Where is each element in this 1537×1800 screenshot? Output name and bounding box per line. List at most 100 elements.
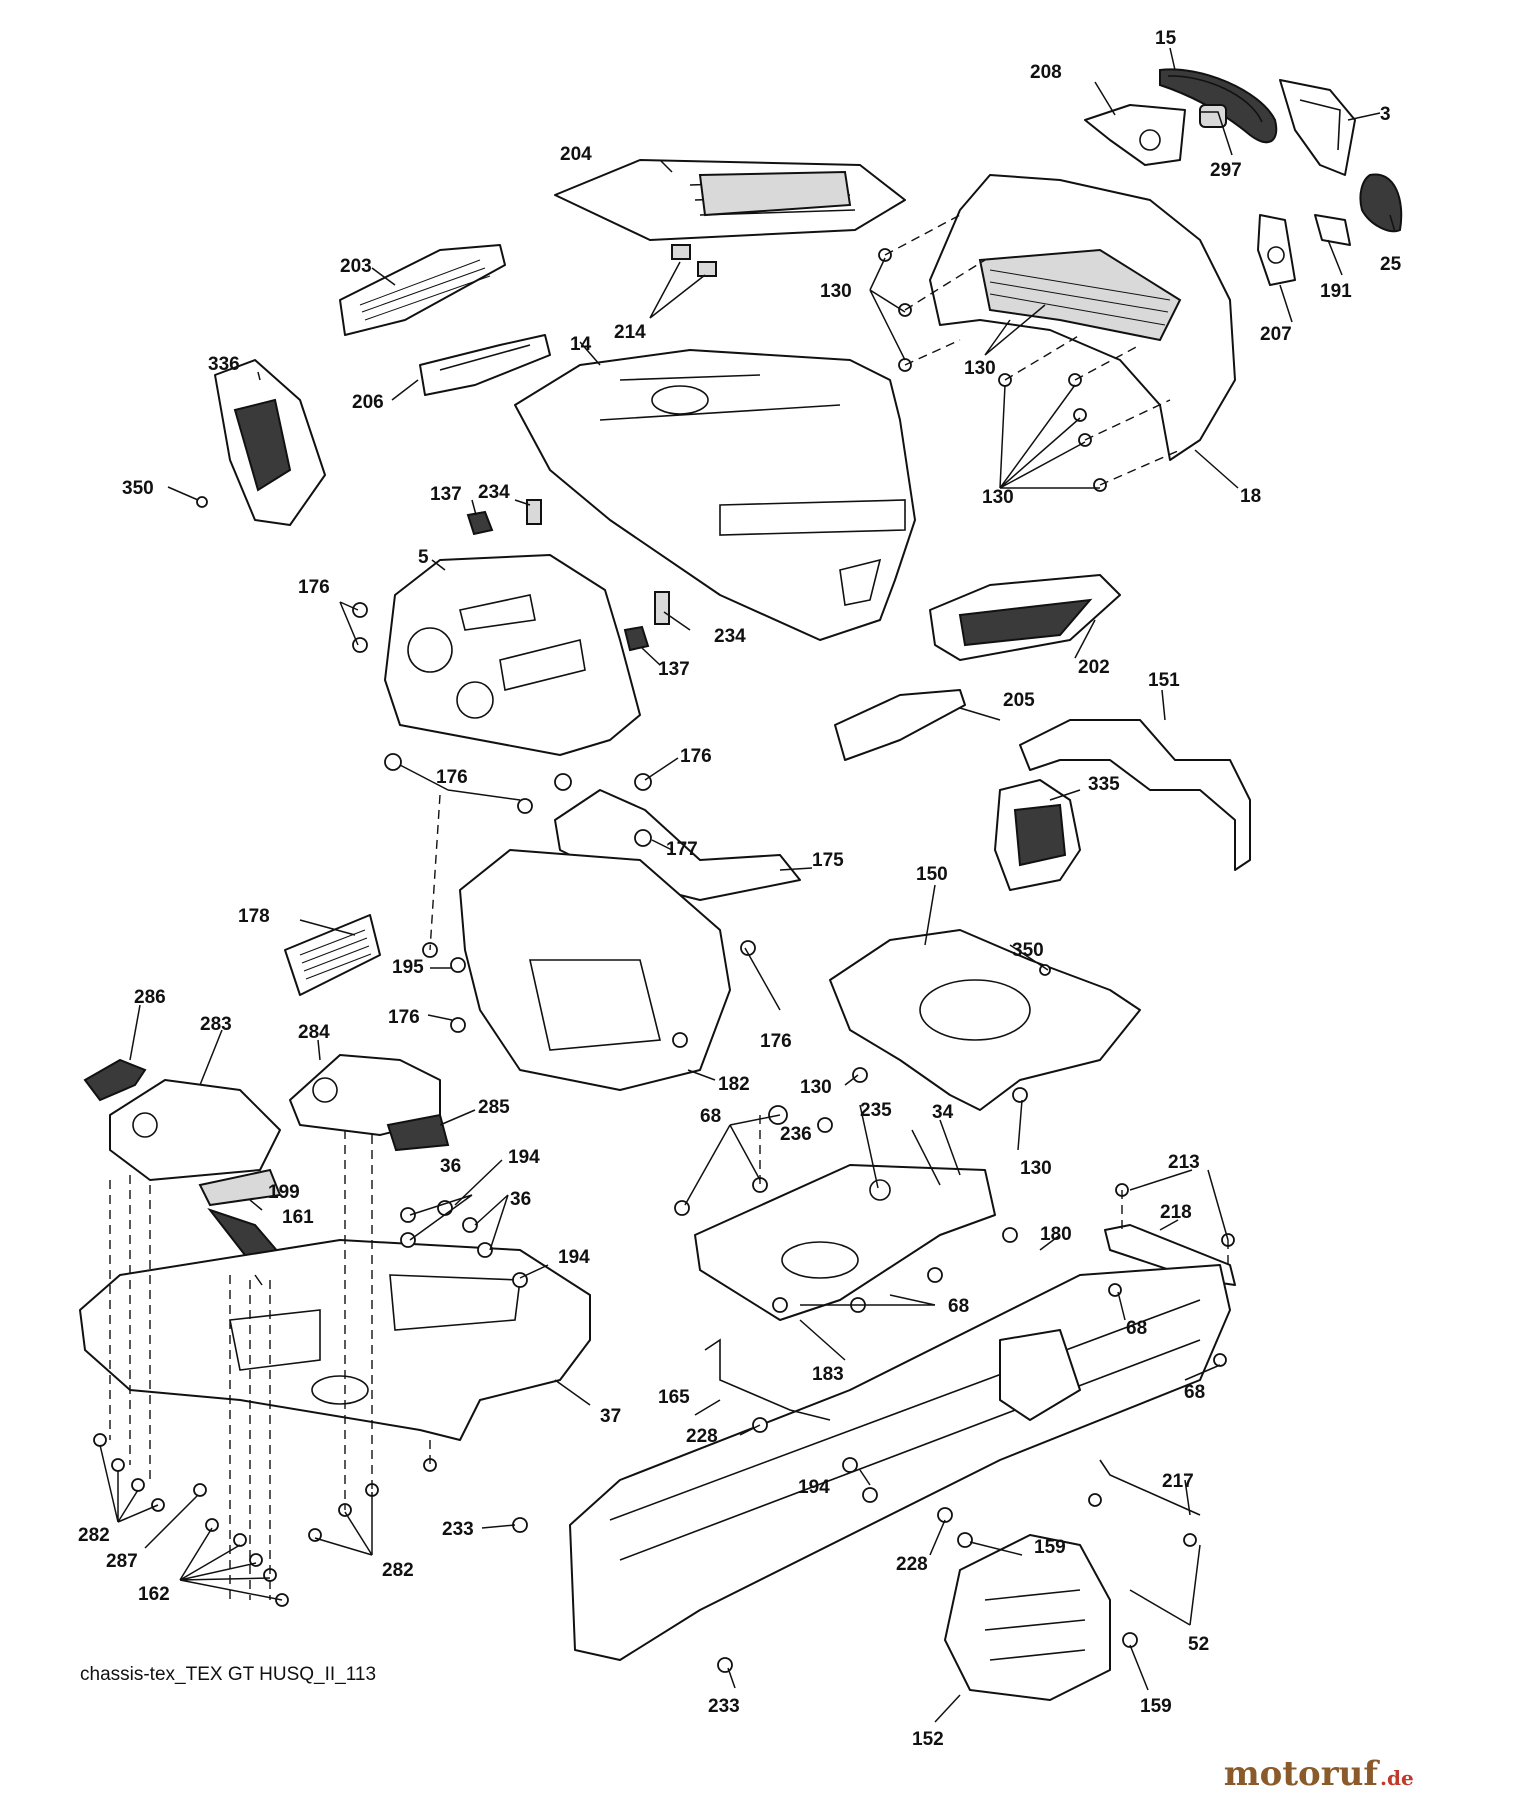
part-204-hood-scoop — [554, 159, 906, 241]
callout-130-c: 130 — [982, 487, 1014, 508]
part-208-headlight-housing — [1084, 104, 1186, 166]
part-214-clips — [671, 244, 717, 277]
callout-208: 208 — [1030, 62, 1062, 83]
part-206-panel — [419, 334, 551, 396]
callout-15: 15 — [1155, 28, 1177, 49]
callout-282-b: 282 — [382, 1560, 414, 1581]
callout-202: 202 — [1078, 657, 1110, 678]
callout-52: 52 — [1188, 1634, 1209, 1655]
leader-lines — [99, 47, 1396, 1723]
callout-178: 178 — [238, 906, 270, 927]
callout-68-b: 68 — [948, 1296, 969, 1317]
part-5-dash-panel — [384, 554, 641, 756]
callout-165: 165 — [658, 1387, 690, 1408]
part-217-rod — [1099, 1459, 1201, 1516]
callout-282-a: 282 — [78, 1525, 110, 1546]
callout-176-a: 176 — [298, 577, 330, 598]
callout-335: 335 — [1088, 774, 1120, 795]
callout-350-a: 350 — [122, 478, 154, 499]
part-336-side-vent — [214, 359, 326, 526]
callout-3: 3 — [1380, 104, 1391, 125]
part-297-bulb — [1199, 104, 1227, 128]
part-137-clip-b — [623, 625, 650, 652]
callout-176-b: 176 — [680, 746, 712, 767]
callout-228-a: 228 — [686, 1426, 718, 1447]
callout-234-b: 234 — [714, 626, 746, 647]
callout-194-c: 194 — [798, 1477, 830, 1498]
callout-137-b: 137 — [658, 659, 690, 680]
part-182-lower-panel — [459, 849, 731, 1091]
callout-130-a: 130 — [820, 281, 852, 302]
part-207-socket — [1257, 214, 1296, 286]
callout-234-a: 234 — [478, 482, 510, 503]
callout-5: 5 — [418, 547, 429, 568]
part-234-tab-b — [654, 591, 670, 625]
callout-233-a: 233 — [442, 1519, 474, 1540]
callout-151: 151 — [1148, 670, 1180, 691]
part-191-clip — [1314, 214, 1351, 246]
callout-206: 206 — [352, 392, 384, 413]
part-178-vent-cover — [284, 914, 381, 996]
callout-68-c: 68 — [1126, 1318, 1147, 1339]
callout-130-d: 130 — [800, 1077, 832, 1098]
callout-205: 205 — [1003, 690, 1035, 711]
callout-214: 214 — [614, 322, 646, 343]
callout-194-b: 194 — [558, 1247, 590, 1268]
part-283-cover — [109, 1079, 281, 1181]
callout-14: 14 — [570, 334, 592, 355]
part-151-bracket — [1019, 719, 1251, 871]
callout-18: 18 — [1240, 486, 1261, 507]
part-37-footrest-pan — [79, 1239, 591, 1441]
callout-236: 236 — [780, 1124, 812, 1145]
callout-137-a: 137 — [430, 484, 462, 505]
callout-287: 287 — [106, 1551, 138, 1572]
callout-162: 162 — [138, 1584, 170, 1605]
part-199-plate — [198, 1168, 282, 1207]
callout-150: 150 — [916, 864, 948, 885]
callout-204: 204 — [560, 144, 592, 165]
callout-286: 286 — [134, 987, 166, 1008]
part-205-trim — [834, 689, 966, 761]
callout-235: 235 — [860, 1100, 892, 1121]
callout-161: 161 — [282, 1207, 314, 1228]
callout-191: 191 — [1320, 281, 1352, 302]
part-34-engine-plate — [694, 1164, 996, 1321]
callout-36-b: 36 — [510, 1189, 531, 1210]
callout-183: 183 — [812, 1364, 844, 1385]
callout-336: 336 — [208, 354, 240, 375]
part-203-grille-insert — [339, 244, 506, 336]
callout-217: 217 — [1162, 1471, 1194, 1492]
callout-176-c: 176 — [436, 767, 468, 788]
callout-285: 285 — [478, 1097, 510, 1118]
part-335-side-vent — [994, 779, 1081, 891]
part-165-rod — [704, 1338, 831, 1421]
callout-labels: 15 208 3 297 25 191 207 204 203 214 14 2… — [78, 28, 1402, 1750]
callout-37: 37 — [600, 1406, 621, 1427]
callout-36-a: 36 — [440, 1156, 461, 1177]
callout-180: 180 — [1040, 1224, 1072, 1245]
part-18-front-bumper — [929, 174, 1236, 461]
part-180-frame — [569, 1264, 1231, 1661]
callout-159-b: 159 — [1140, 1696, 1172, 1717]
part-285-gasket — [386, 1113, 450, 1152]
callout-25: 25 — [1380, 254, 1402, 275]
callout-297: 297 — [1210, 160, 1242, 181]
part-14-hood — [514, 349, 916, 641]
part-152-foot-pedal — [944, 1534, 1111, 1701]
callout-233-b: 233 — [708, 1696, 740, 1717]
callout-199: 199 — [268, 1182, 300, 1203]
callout-218: 218 — [1160, 1202, 1192, 1223]
callout-195: 195 — [392, 957, 424, 978]
callout-159-a: 159 — [1034, 1537, 1066, 1558]
callout-284: 284 — [298, 1022, 330, 1043]
callout-152: 152 — [912, 1729, 944, 1750]
callout-176-e: 176 — [760, 1031, 792, 1052]
brand-watermark-name: motoruf — [1224, 1754, 1381, 1794]
callout-213: 213 — [1168, 1152, 1200, 1173]
part-25-gasket — [1359, 173, 1403, 233]
callout-207: 207 — [1260, 324, 1292, 345]
part-137-clip-a — [466, 510, 494, 536]
callout-194-a: 194 — [508, 1147, 540, 1168]
callout-228-b: 228 — [896, 1554, 928, 1575]
